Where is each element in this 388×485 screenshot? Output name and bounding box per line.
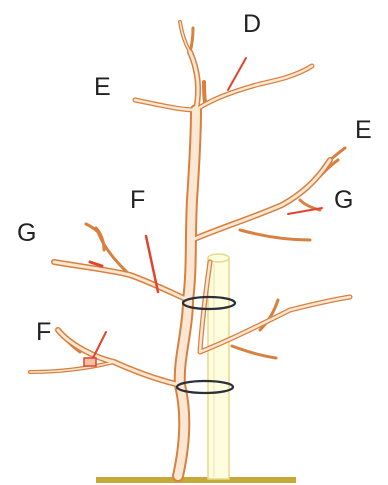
label-f-lower-left: F <box>36 318 51 346</box>
label-f-center: F <box>130 186 145 214</box>
pruned-shoot-right <box>288 208 322 214</box>
label-g-left: G <box>17 219 36 247</box>
label-g-right: G <box>334 186 353 214</box>
ground-line <box>96 477 296 483</box>
label-e-right: E <box>355 116 372 144</box>
pruned-stub-lower-left <box>84 358 96 366</box>
tree-fill <box>30 22 350 476</box>
pruned-shoot-top <box>228 58 246 90</box>
label-e-left: E <box>94 73 111 101</box>
support-stake <box>208 254 229 479</box>
label-d-top: D <box>243 10 261 38</box>
